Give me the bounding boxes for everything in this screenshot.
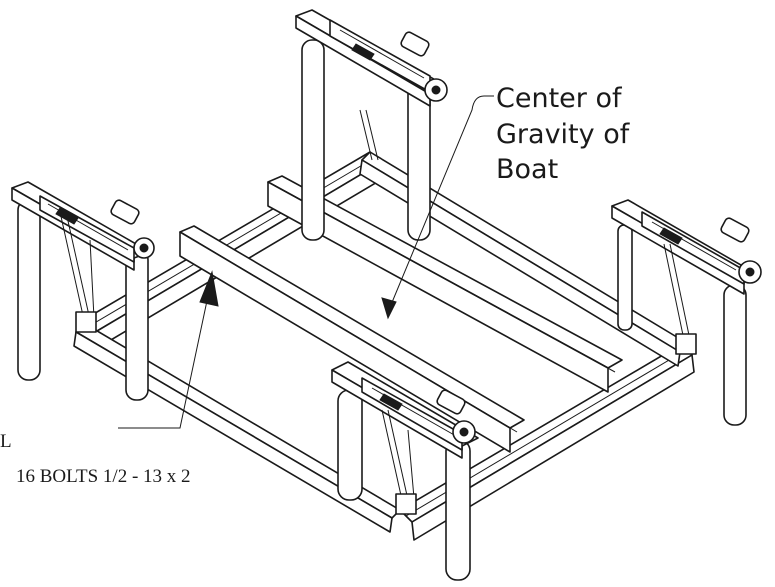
center-of-gravity-callout: Center of Gravity of Boat — [381, 83, 631, 320]
bunk-front — [179, 225, 525, 453]
winch-left — [11, 181, 155, 333]
post-right-front — [723, 284, 747, 426]
post-right-back — [617, 224, 633, 331]
post-front-right — [445, 439, 471, 581]
winch-right — [611, 199, 762, 355]
cog-line-3: Boat — [496, 154, 558, 185]
right-frame-beam — [399, 344, 695, 541]
winch-back — [295, 9, 448, 161]
bolt-fragment-label: L — [0, 431, 12, 452]
post-back-left — [17, 199, 41, 381]
post-front-left — [337, 389, 363, 501]
bolt-spec-label: 16 BOLTS 1/2 - 13 x 2 — [16, 466, 191, 487]
bunk-rear — [267, 175, 623, 393]
back-frame-rail — [359, 151, 691, 367]
cog-line-2: Gravity of — [496, 119, 631, 150]
front-frame-rail — [73, 321, 401, 533]
cog-line-1: Center of — [496, 83, 623, 114]
post-left-front — [125, 249, 149, 401]
winch-front — [331, 361, 479, 515]
post-back-center-a — [301, 39, 325, 241]
bolt-callout: L 16 BOLTS 1/2 - 13 x 2 — [0, 270, 219, 487]
